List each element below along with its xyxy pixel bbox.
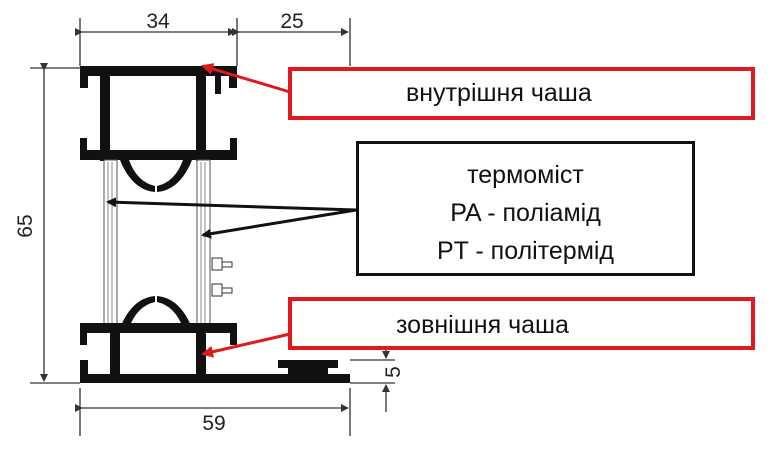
thermal-break-callout: термоміст PA - поліамід PT - політермід xyxy=(356,141,695,276)
outer-shell-label: зовнішня чаша xyxy=(396,311,569,339)
arrow-thermal-right xyxy=(201,208,357,239)
thermal-break-title: термоміст xyxy=(467,161,584,189)
callout-arrows xyxy=(106,63,357,358)
dim-bottom-width: 59 xyxy=(202,412,225,435)
outer-shell-callout: зовнішня чаша xyxy=(288,297,755,350)
thermal-break-pa: PA - поліамід xyxy=(450,199,601,227)
arrow-inner-shell xyxy=(201,63,291,94)
inner-shell-label: внутрішня чаша xyxy=(406,79,592,107)
aluminium-profile xyxy=(80,66,350,383)
dim-right-small: 5 xyxy=(382,366,405,378)
dim-top-right: 25 xyxy=(280,10,303,33)
thermal-break-pt: PT - політермід xyxy=(436,237,615,265)
inner-shell-profile xyxy=(80,66,237,192)
arrow-thermal-left xyxy=(106,197,357,212)
arrow-outer-shell xyxy=(201,332,291,358)
dim-top-left: 34 xyxy=(146,10,170,33)
outer-shell-profile xyxy=(80,296,350,383)
dim-left-height: 65 xyxy=(14,214,37,237)
inner-shell-callout: внутрішня чаша xyxy=(288,67,755,120)
